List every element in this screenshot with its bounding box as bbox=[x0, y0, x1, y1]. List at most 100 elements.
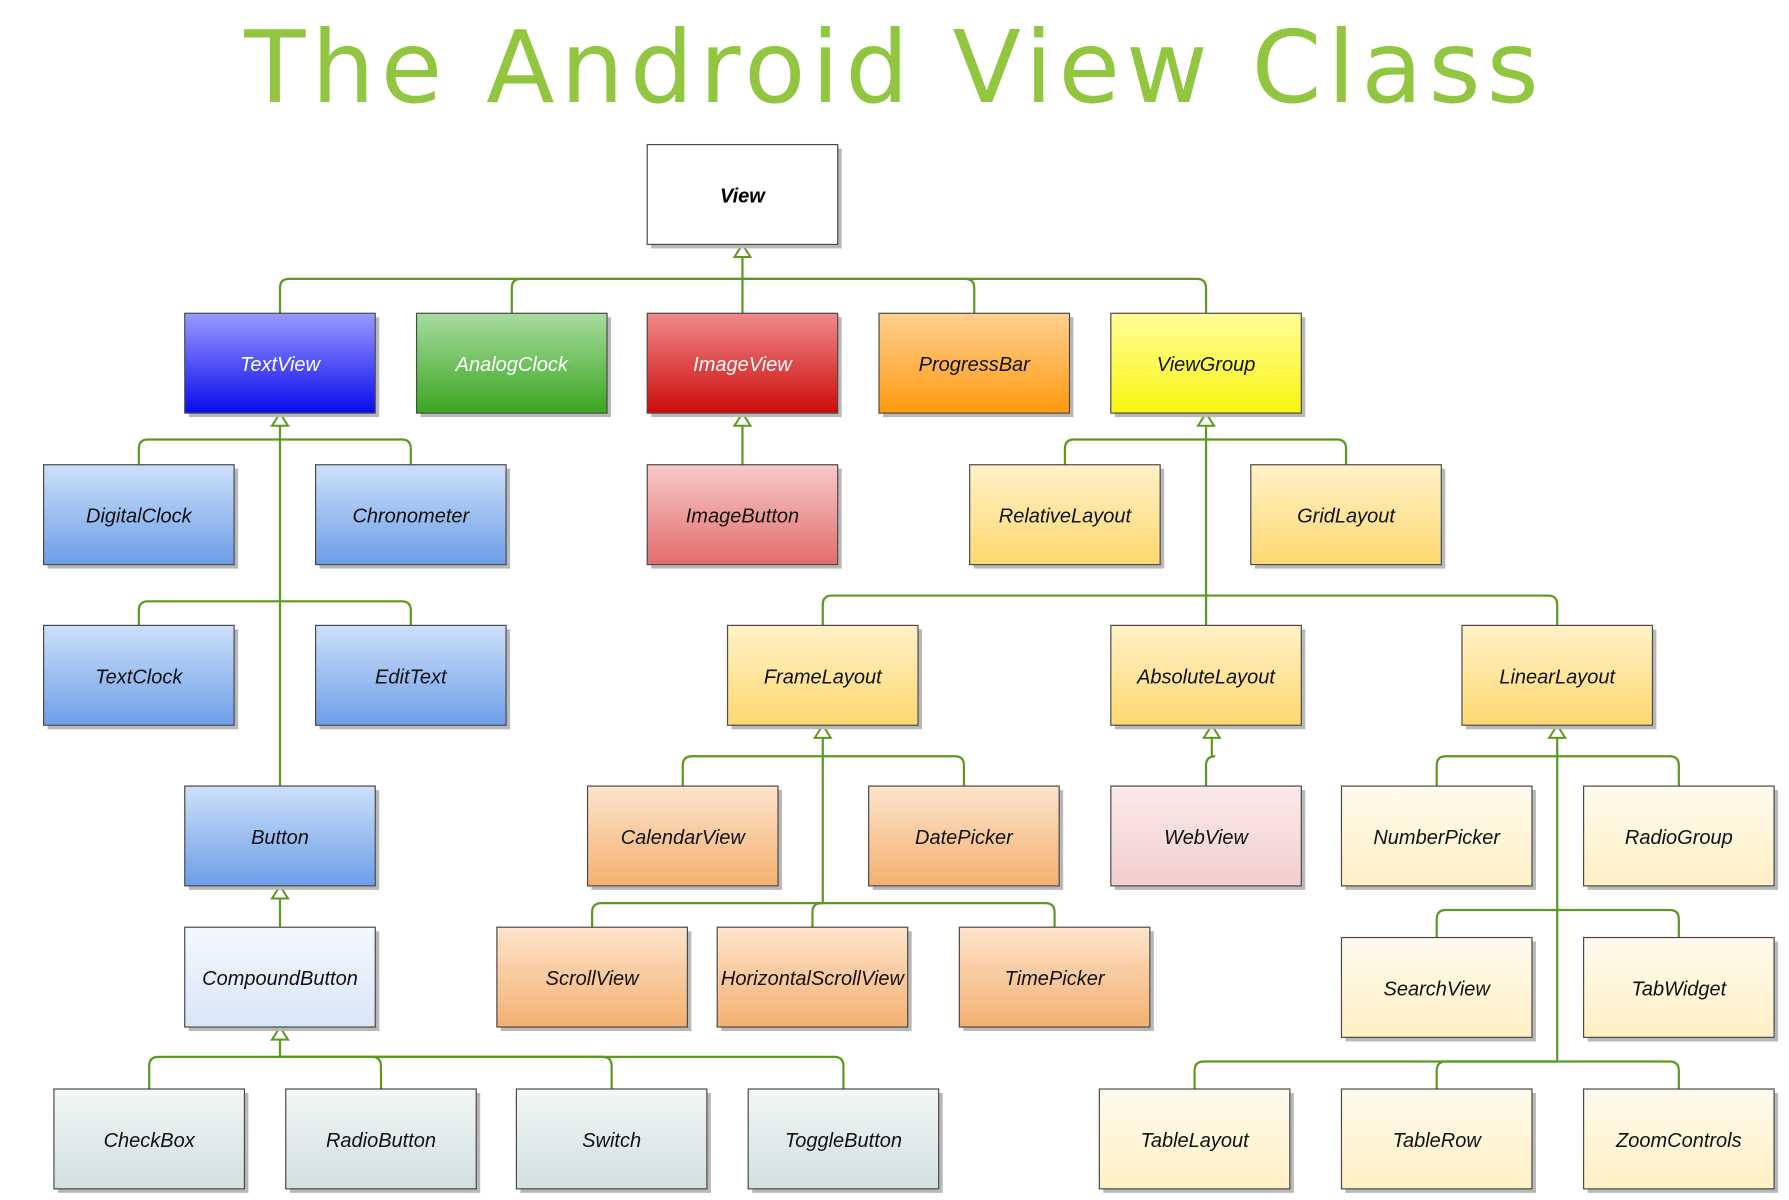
node-box bbox=[1110, 624, 1302, 726]
connector-linearlayout-tablerow bbox=[1435, 1060, 1558, 1090]
connector-framelayout-datepicker bbox=[822, 755, 966, 787]
node-box bbox=[1340, 785, 1533, 887]
connector-framelayout-horizontalscrollview bbox=[811, 902, 823, 928]
node-label: NumberPicker bbox=[1373, 827, 1501, 849]
class-node-viewgroup: ViewGroup bbox=[1110, 312, 1306, 418]
node-box bbox=[969, 464, 1161, 566]
node-box bbox=[646, 143, 839, 246]
connector-textview-digitalclock bbox=[137, 438, 280, 465]
connector-linearlayout-zoomcontrols bbox=[1557, 1060, 1680, 1090]
class-node-scrollview: ScrollView bbox=[496, 926, 692, 1032]
node-label: RelativeLayout bbox=[999, 506, 1133, 528]
connector-compoundbutton-checkbox bbox=[148, 1055, 280, 1090]
connector-compoundbutton-switch bbox=[279, 1055, 613, 1090]
class-node-webview: WebView bbox=[1110, 785, 1306, 890]
inheritance-arrowhead bbox=[1196, 411, 1216, 427]
node-box bbox=[586, 785, 779, 887]
node-label: CheckBox bbox=[104, 1130, 196, 1152]
node-label: ViewGroup bbox=[1157, 354, 1256, 376]
node-box bbox=[285, 1088, 477, 1190]
inheritance-arrowhead bbox=[732, 411, 753, 427]
node-label: ProgressBar bbox=[919, 354, 1031, 376]
connector-framelayout-timepicker bbox=[822, 902, 1056, 928]
node-label: Chronometer bbox=[352, 506, 470, 528]
class-node-radiobutton: RadioButton bbox=[285, 1088, 481, 1193]
node-box bbox=[184, 312, 376, 414]
node-box bbox=[53, 1088, 246, 1190]
connector-linearlayout-tablelayout bbox=[1193, 1060, 1558, 1090]
node-box bbox=[716, 926, 909, 1028]
connector-view-viewgroup bbox=[742, 277, 1208, 314]
node-label: GridLayout bbox=[1297, 506, 1396, 528]
connector-viewgroup-gridlayout bbox=[1206, 438, 1348, 465]
node-box bbox=[1582, 785, 1775, 887]
node-box bbox=[415, 312, 608, 414]
class-node-togglebutton: ToggleButton bbox=[747, 1088, 943, 1193]
class-node-radiogroup: RadioGroup bbox=[1582, 785, 1779, 890]
node-box bbox=[1461, 624, 1654, 726]
node-label: View bbox=[720, 186, 766, 208]
class-node-analogclock: AnalogClock bbox=[415, 312, 612, 418]
inheritance-connectors bbox=[137, 242, 1680, 1090]
node-box bbox=[1582, 1088, 1775, 1190]
connector-textview-edittext bbox=[279, 600, 412, 626]
node-label: EditText bbox=[375, 666, 448, 688]
node-box bbox=[868, 785, 1060, 887]
connector-compoundbutton-radiobutton bbox=[279, 1055, 383, 1090]
inheritance-arrowhead bbox=[1201, 723, 1222, 739]
page-title: The Android View Class bbox=[244, 9, 1545, 126]
class-node-edittext: EditText bbox=[314, 624, 511, 730]
class-node-checkbox: CheckBox bbox=[53, 1088, 249, 1193]
node-box bbox=[1110, 785, 1302, 887]
node-label: ToggleButton bbox=[785, 1130, 902, 1152]
node-label: AbsoluteLayout bbox=[1136, 666, 1276, 688]
class-node-relativelayout: RelativeLayout bbox=[969, 464, 1165, 569]
node-box bbox=[1098, 1088, 1291, 1190]
node-label: TabWidget bbox=[1631, 978, 1727, 1000]
node-box bbox=[747, 1088, 940, 1190]
connector-textview-textclock bbox=[137, 600, 280, 626]
node-label: Button bbox=[251, 827, 309, 849]
class-node-framelayout: FrameLayout bbox=[726, 624, 923, 730]
class-node-button: Button bbox=[184, 785, 380, 890]
node-label: WebView bbox=[1164, 827, 1249, 849]
class-node-gridlayout: GridLayout bbox=[1250, 464, 1446, 569]
class-node-calendarview: CalendarView bbox=[586, 785, 783, 890]
connector-linearlayout-tabwidget bbox=[1557, 908, 1680, 938]
class-node-textclock: TextClock bbox=[43, 624, 239, 730]
node-label: RadioGroup bbox=[1625, 827, 1733, 849]
connector-absolutelayout-webview bbox=[1204, 755, 1216, 787]
node-label: RadioButton bbox=[326, 1130, 436, 1152]
class-node-digitalclock: DigitalClock bbox=[43, 464, 239, 569]
connector-linearlayout-searchview bbox=[1435, 908, 1558, 938]
connector-framelayout-scrollview bbox=[591, 902, 823, 928]
node-label: CalendarView bbox=[621, 827, 747, 849]
class-node-timepicker: TimePicker bbox=[958, 926, 1154, 1032]
node-label: TextClock bbox=[95, 666, 183, 688]
class-node-tablelayout: TableLayout bbox=[1098, 1088, 1294, 1193]
node-box bbox=[515, 1088, 708, 1190]
node-label: DatePicker bbox=[915, 827, 1014, 849]
node-box bbox=[878, 312, 1071, 414]
node-box bbox=[184, 926, 376, 1028]
class-node-tabwidget: TabWidget bbox=[1582, 936, 1779, 1042]
node-box bbox=[1110, 312, 1302, 414]
class-node-zoomcontrols: ZoomControls bbox=[1582, 1088, 1779, 1193]
node-label: ImageButton bbox=[686, 506, 799, 528]
node-label: TableRow bbox=[1393, 1130, 1483, 1152]
class-node-switch: Switch bbox=[515, 1088, 711, 1193]
class-node-searchview: SearchView bbox=[1340, 936, 1536, 1042]
class-node-tablerow: TableRow bbox=[1340, 1088, 1536, 1193]
connector-viewgroup-linearlayout bbox=[1206, 594, 1559, 626]
connector-compoundbutton-togglebutton bbox=[279, 1055, 845, 1090]
node-label: CompoundButton bbox=[202, 968, 358, 990]
inheritance-arrowhead bbox=[812, 723, 833, 739]
node-box bbox=[314, 624, 507, 726]
connector-linearlayout-radiogroup bbox=[1557, 755, 1680, 787]
node-label: TableLayout bbox=[1140, 1130, 1250, 1152]
node-label: FrameLayout bbox=[764, 666, 883, 688]
class-node-chronometer: Chronometer bbox=[314, 464, 511, 569]
node-box bbox=[1340, 936, 1533, 1038]
